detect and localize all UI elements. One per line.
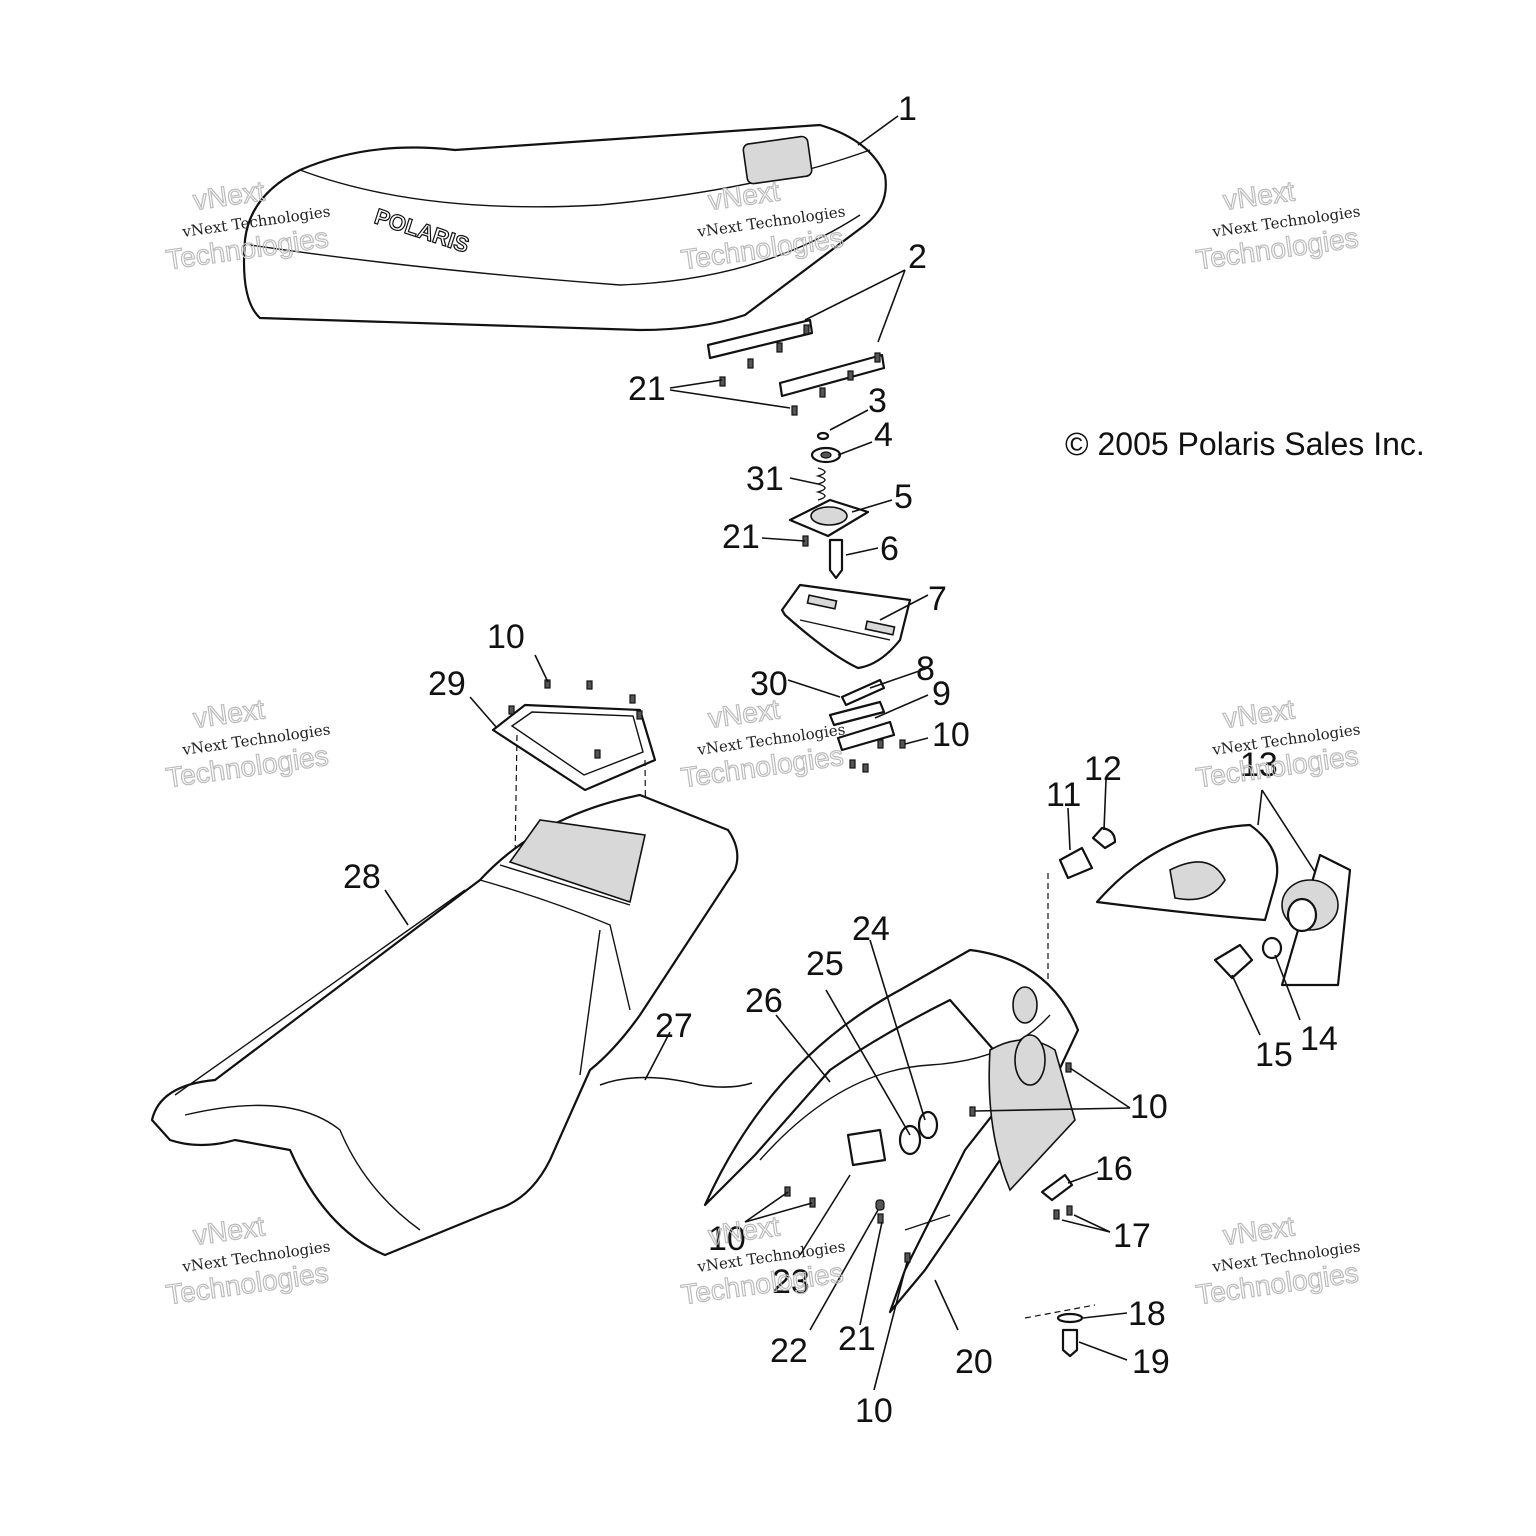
watermark-vnext: vNext <box>1221 175 1296 216</box>
callout-29: 29 <box>428 665 466 703</box>
leader-lines <box>384 115 1316 1391</box>
watermark-bl: vNext vNext Technologies Technologies <box>164 1210 332 1311</box>
callout-20: 20 <box>955 1343 993 1381</box>
callout-9: 9 <box>932 675 951 713</box>
callout-4: 4 <box>874 416 893 454</box>
watermark-vnext: vNext <box>706 1210 781 1251</box>
light-bulb-parts <box>1213 936 1283 980</box>
callout-13: 13 <box>1240 746 1278 784</box>
callout-1: 1 <box>898 90 917 128</box>
callout-19: 19 <box>1132 1343 1170 1381</box>
watermark-vnext: vNext <box>191 693 266 734</box>
watermark-mr: vNext vNext Technologies Technologies <box>1194 693 1362 794</box>
tail-light-part <box>1095 823 1352 987</box>
callout-31: 31 <box>746 460 784 498</box>
callout-14: 14 <box>1300 1020 1338 1058</box>
callout-16: 16 <box>1095 1150 1133 1188</box>
watermark-vnext: vNext <box>1221 1210 1296 1251</box>
callout-10-e: 10 <box>855 1392 893 1430</box>
fender-small-parts <box>784 1062 1072 1263</box>
callout-7: 7 <box>928 580 947 618</box>
callout-11: 11 <box>1046 776 1081 814</box>
callout-10-d: 10 <box>708 1220 746 1258</box>
seat-tray-part <box>491 679 657 792</box>
callout-28: 28 <box>343 858 381 896</box>
callout-25: 25 <box>806 945 844 983</box>
cable-part <box>599 1076 753 1088</box>
passenger-seat-part: POLARIS <box>242 123 887 332</box>
lower-fastener-parts <box>1040 1173 1084 1358</box>
latch-plate-part <box>780 583 912 670</box>
callout-26: 26 <box>745 982 783 1020</box>
watermark-mc: vNext vNext Technologies Technologies <box>679 693 847 794</box>
copyright-notice: © 2005 Polaris Sales Inc. <box>1065 426 1425 462</box>
rear-fender-part <box>703 948 1080 1314</box>
watermark-tr: vNext vNext Technologies Technologies <box>1194 175 1362 276</box>
callout-24: 24 <box>852 910 890 948</box>
callout-3: 3 <box>868 382 887 420</box>
callout-17: 17 <box>1113 1217 1151 1255</box>
callout-10-c: 10 <box>1130 1088 1168 1126</box>
watermark-br: vNext vNext Technologies Technologies <box>1194 1210 1362 1311</box>
callout-12: 12 <box>1084 750 1122 788</box>
callout-21: 21 <box>628 370 666 408</box>
main-seat-part <box>150 793 739 1257</box>
callout-8: 8 <box>916 650 935 688</box>
callout-2: 2 <box>908 238 927 276</box>
latch-stack-part <box>788 431 870 580</box>
hinge-parts <box>828 678 906 773</box>
callout-10: 10 <box>487 618 525 656</box>
callout-23: 23 <box>772 1263 810 1301</box>
watermark-vnext: vNext <box>191 1210 266 1251</box>
callout-21-b: 21 <box>722 518 760 556</box>
watermark-ml: vNext vNext Technologies Technologies <box>164 693 332 794</box>
callout-10-b: 10 <box>932 716 970 754</box>
callout-18: 18 <box>1128 1295 1166 1333</box>
callout-6: 6 <box>880 530 899 568</box>
watermark-vnext: vNext <box>706 693 781 734</box>
bulb-socket-parts <box>1058 826 1117 880</box>
callout-15: 15 <box>1255 1036 1293 1074</box>
callout-27: 27 <box>655 1007 693 1045</box>
callout-22: 22 <box>770 1332 808 1370</box>
seat-strips-part <box>706 318 886 416</box>
callout-30: 30 <box>750 665 788 703</box>
callout-21-c: 21 <box>838 1320 876 1358</box>
watermark-vnext: vNext <box>1221 693 1296 734</box>
callout-labels: 1 2 21 3 4 31 5 21 6 7 10 8 29 30 9 10 1… <box>343 90 1338 1430</box>
callout-5: 5 <box>894 478 913 516</box>
